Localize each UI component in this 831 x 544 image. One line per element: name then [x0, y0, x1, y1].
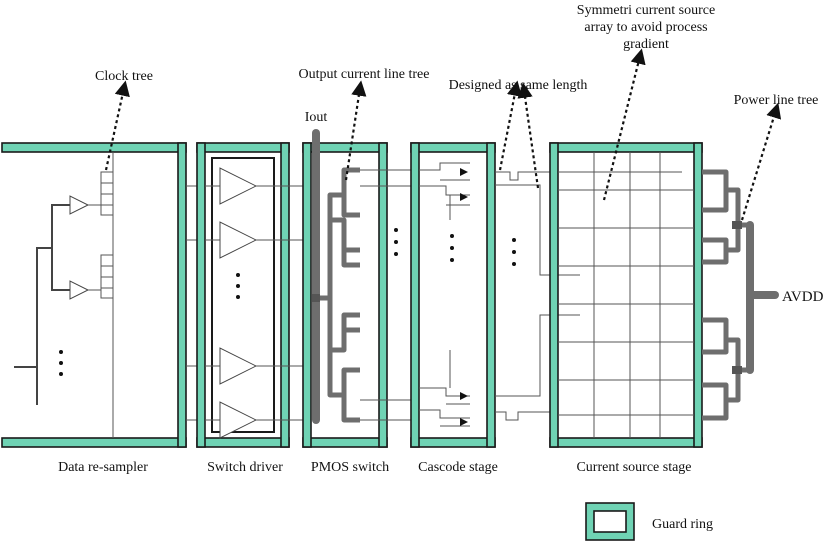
pmos-to-cascode-wires	[387, 169, 411, 421]
cascode-to-source-wires	[495, 171, 580, 421]
annotation-arrows	[104, 48, 782, 221]
legend: Guard ring	[585, 502, 713, 541]
same-length-label: Designed as same length	[449, 78, 588, 93]
same-length-arrow-right	[517, 82, 540, 189]
clock-tree-label: Clock tree	[95, 69, 153, 84]
symmetric-label-line1: Symmetri current source	[577, 3, 715, 18]
driver-buffer	[219, 347, 258, 385]
data-resampler-block	[1, 142, 187, 448]
driver-buffer	[219, 221, 258, 259]
power-tree-arrow	[740, 102, 782, 221]
driver-to-pmos-wires	[256, 185, 305, 421]
output-tree-arrow	[344, 80, 367, 181]
stage-label-data-resampler: Data re-sampler	[58, 460, 148, 475]
annotation-labels: Clock tree Output current line tree Iout…	[95, 3, 824, 305]
same-length-arrow-left	[498, 80, 523, 171]
avdd-label: AVDD	[782, 289, 824, 305]
clock-tree-arrow	[104, 80, 130, 171]
switch-driver-block	[196, 142, 290, 448]
power-tree-label: Power line tree	[734, 93, 819, 108]
guard-ring-label: Guard ring	[652, 517, 713, 532]
driver-buffer	[219, 167, 258, 205]
pmos-switch-block	[302, 129, 398, 448]
iout-label: Iout	[305, 110, 328, 125]
stage-label-switch-driver: Switch driver	[207, 460, 283, 475]
stage-labels: Data re-sampler Switch driver PMOS switc…	[58, 460, 691, 475]
stage-label-current-source: Current source stage	[576, 460, 691, 475]
symmetric-label-line2: array to avoid process	[584, 20, 707, 35]
clock-buffer	[69, 280, 90, 300]
output-tree-label: Output current line tree	[298, 67, 429, 82]
current-source-block	[549, 142, 703, 448]
stage-label-pmos-switch: PMOS switch	[311, 460, 389, 475]
stage-label-cascode: Cascode stage	[418, 460, 498, 475]
current-source-grid	[558, 152, 694, 438]
cascode-stage-block	[410, 142, 496, 448]
clock-buffer	[69, 195, 90, 215]
symmetric-label-line3: gradient	[623, 37, 669, 52]
resampler-to-driver-wires	[186, 185, 197, 421]
symmetric-array-arrow	[602, 48, 646, 201]
power-line-tree	[702, 169, 779, 421]
